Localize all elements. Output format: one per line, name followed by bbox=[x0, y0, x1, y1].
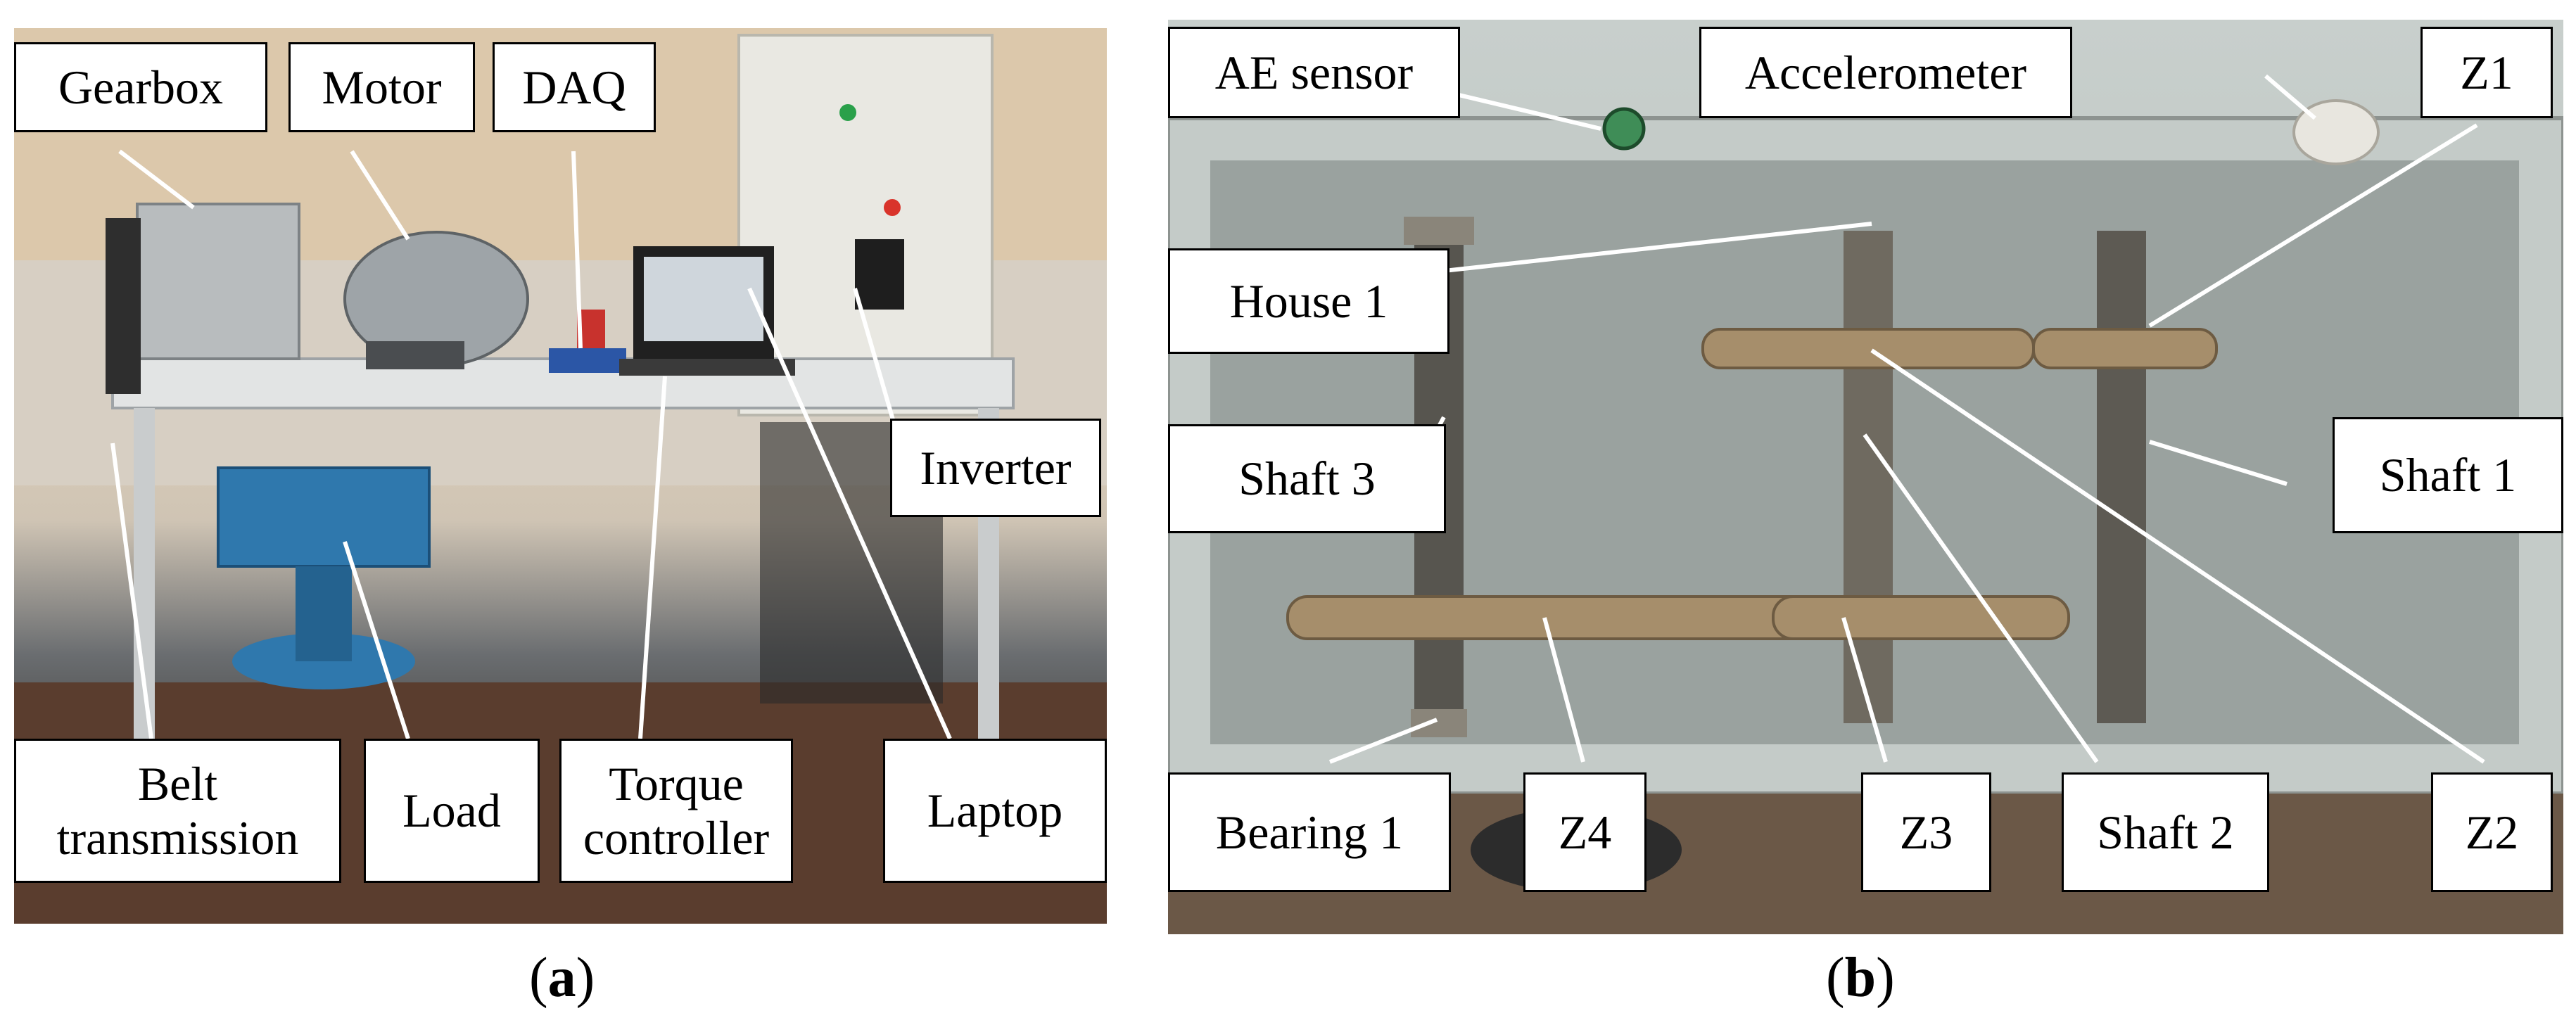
label-z3: Z3 bbox=[1861, 772, 1991, 892]
shaft-2 bbox=[1844, 231, 1893, 723]
photo-test-rig: Gearbox Motor DAQ Inverter Belt transmis… bbox=[14, 28, 1107, 924]
label-bearing-1: Bearing 1 bbox=[1168, 772, 1451, 892]
gear-z2 bbox=[1701, 328, 2035, 369]
label-shaft-2: Shaft 2 bbox=[2062, 772, 2269, 892]
shaft-1 bbox=[2097, 231, 2146, 723]
label-belt-transmission: Belt transmission bbox=[14, 739, 341, 883]
label-z1: Z1 bbox=[2420, 27, 2553, 118]
table-leg-left bbox=[134, 408, 155, 760]
ae-sensor-body bbox=[1602, 107, 1646, 151]
gearbox-housing bbox=[136, 203, 300, 360]
cabinet-light-green bbox=[839, 104, 856, 121]
load-stand bbox=[296, 566, 352, 661]
label-gearbox: Gearbox bbox=[14, 42, 267, 132]
inverter-unit bbox=[855, 239, 904, 310]
laptop-base bbox=[619, 359, 795, 376]
caption-a-open: ( bbox=[529, 947, 548, 1009]
motor-base bbox=[366, 341, 464, 369]
load-brake bbox=[217, 466, 431, 568]
laptop-screen bbox=[644, 257, 763, 341]
gear-z4 bbox=[1286, 595, 1845, 640]
caption-b: (b) bbox=[1826, 946, 1895, 1010]
accelerometer-body bbox=[2292, 99, 2380, 165]
belt-pulley bbox=[106, 218, 141, 394]
label-laptop: Laptop bbox=[883, 739, 1107, 883]
label-z4: Z4 bbox=[1523, 772, 1647, 892]
caption-a: (a) bbox=[529, 946, 595, 1010]
cabinet-light-red bbox=[884, 199, 901, 216]
bearing-top bbox=[1404, 217, 1474, 245]
bearing-1 bbox=[1411, 709, 1467, 737]
label-accelerometer: Accelerometer bbox=[1699, 27, 2072, 118]
label-torque-controller: Torque controller bbox=[559, 739, 793, 883]
label-daq: DAQ bbox=[493, 42, 656, 132]
label-shaft-3: Shaft 3 bbox=[1168, 424, 1446, 533]
label-z2: Z2 bbox=[2431, 772, 2553, 892]
caption-b-open: ( bbox=[1826, 947, 1845, 1009]
caption-a-letter: a bbox=[547, 947, 576, 1009]
daq-unit bbox=[549, 348, 626, 373]
label-shaft-1: Shaft 1 bbox=[2333, 417, 2563, 533]
label-motor: Motor bbox=[288, 42, 475, 132]
label-ae-sensor: AE sensor bbox=[1168, 27, 1460, 118]
label-house-1: House 1 bbox=[1168, 248, 1449, 354]
caption-b-letter: b bbox=[1844, 947, 1877, 1009]
gear-z1 bbox=[2032, 328, 2218, 369]
gear-z3 bbox=[1772, 595, 2070, 640]
label-load: Load bbox=[364, 739, 540, 883]
caption-a-close: ) bbox=[576, 947, 595, 1009]
daq-cable-box bbox=[577, 310, 605, 348]
caption-b-close: ) bbox=[1876, 947, 1895, 1009]
photo-gearbox-interior: AE sensor Accelerometer Z1 House 1 Shaft… bbox=[1168, 20, 2563, 934]
label-inverter: Inverter bbox=[890, 419, 1101, 517]
